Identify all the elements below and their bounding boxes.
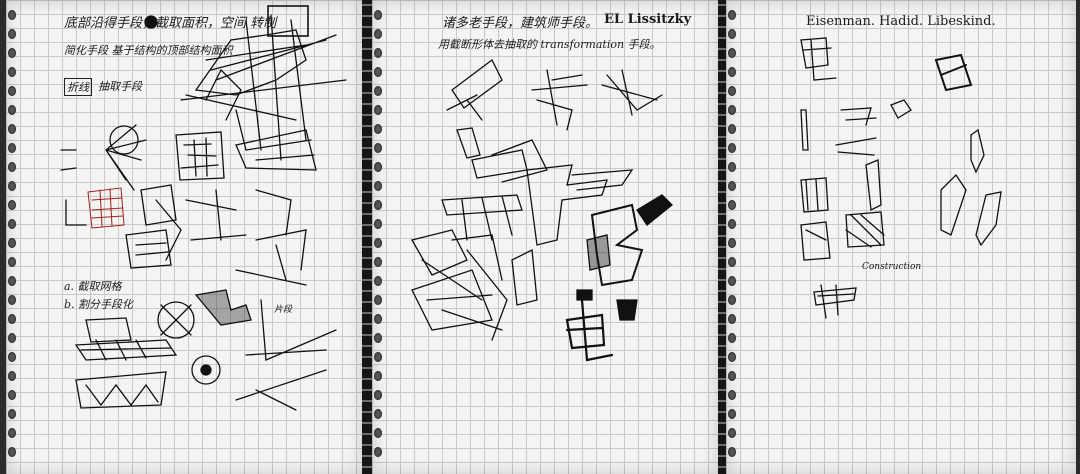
- binding-hole: [728, 10, 736, 20]
- binding-holes: [728, 10, 740, 470]
- page1-label-e: 片段: [274, 305, 293, 315]
- binding-hole: [728, 48, 736, 58]
- page1-label-a: a. 截取网格: [64, 280, 122, 293]
- binding-hole: [728, 238, 736, 248]
- binding-hole: [374, 333, 382, 343]
- page1-label-b: b. 割分手段化: [64, 298, 134, 311]
- binding-hole: [728, 314, 736, 324]
- binding-hole: [374, 200, 382, 210]
- binding-hole: [374, 428, 382, 438]
- binding-hole: [8, 295, 16, 305]
- binding-hole: [728, 181, 736, 191]
- binding-hole: [728, 428, 736, 438]
- binding-hole: [728, 105, 736, 115]
- binding-hole: [728, 162, 736, 172]
- binding-hole: [8, 29, 16, 39]
- notebook-page-3: Eisenman. Hadid. Libeskind. Construction: [726, 0, 1076, 474]
- binding-hole: [8, 162, 16, 172]
- binding-holes: [8, 10, 20, 470]
- binding-hole: [374, 219, 382, 229]
- binding-hole: [374, 257, 382, 267]
- binding-hole: [374, 352, 382, 362]
- binding-hole: [374, 86, 382, 96]
- binding-hole: [374, 105, 382, 115]
- binding-hole: [8, 333, 16, 343]
- binding-hole: [8, 181, 16, 191]
- binding-hole: [728, 352, 736, 362]
- binding-hole: [728, 124, 736, 134]
- binding-hole: [8, 48, 16, 58]
- binding-holes: [374, 10, 386, 470]
- binding-hole: [374, 143, 382, 153]
- binding-hole: [728, 200, 736, 210]
- binding-hole: [728, 29, 736, 39]
- binding-hole: [728, 276, 736, 286]
- binding-hole: [374, 10, 382, 20]
- binding-hole: [8, 390, 16, 400]
- binding-hole: [728, 409, 736, 419]
- binding-hole: [728, 219, 736, 229]
- binding-hole: [374, 67, 382, 77]
- binding-hole: [728, 86, 736, 96]
- binding-hole: [8, 10, 16, 20]
- page1-note-line2: 简化手段 基于结构的顶部结构面积: [64, 44, 233, 57]
- page2-author: EL Lissitzky: [604, 12, 692, 27]
- binding-hole: [374, 124, 382, 134]
- binding-hole: [728, 143, 736, 153]
- binding-hole: [728, 67, 736, 77]
- binding-hole: [374, 447, 382, 457]
- binding-hole: [728, 447, 736, 457]
- binding-hole: [728, 295, 736, 305]
- binding-hole: [728, 371, 736, 381]
- sketch-drawings-page-1: [60, 5, 347, 411]
- binding-hole: [374, 295, 382, 305]
- binding-hole: [8, 409, 16, 419]
- binding-hole: [8, 371, 16, 381]
- page1-label-1: 折线: [64, 78, 92, 96]
- binding-hole: [8, 428, 16, 438]
- binding-hole: [374, 48, 382, 58]
- page3-word-construction: Construction: [862, 262, 922, 272]
- binding-hole: [374, 371, 382, 381]
- binding-hole: [728, 257, 736, 267]
- binding-hole: [374, 390, 382, 400]
- binding-hole: [8, 219, 16, 229]
- notebook-page-1: 底部沿得手段，截取面积，空间 转制 简化手段 基于结构的顶部结构面积 折线 抽取…: [6, 0, 362, 474]
- notebook-page-2: 诸多老手段，建筑师手段。 EL Lissitzky 用截断形体去抽取的 tran…: [372, 0, 718, 474]
- binding-hole: [8, 238, 16, 248]
- binding-hole: [8, 314, 16, 324]
- binding-hole: [728, 333, 736, 343]
- page3-title: Eisenman. Hadid. Libeskind.: [806, 14, 996, 29]
- page1-title: 底部沿得手段，截取面积，空间 转制: [64, 16, 277, 31]
- binding-hole: [374, 29, 382, 39]
- binding-hole: [374, 238, 382, 248]
- binding-hole: [374, 409, 382, 419]
- binding-hole: [374, 314, 382, 324]
- sketch-drawings-page-3: [800, 37, 1002, 319]
- binding-hole: [8, 67, 16, 77]
- binding-hole: [8, 143, 16, 153]
- binding-hole: [8, 276, 16, 286]
- binding-hole: [8, 124, 16, 134]
- binding-hole: [8, 105, 16, 115]
- spiral-binding-left: [362, 0, 374, 474]
- binding-hole: [374, 162, 382, 172]
- sketch-drawings-page-2: [411, 59, 673, 362]
- page2-title: 诸多老手段，建筑师手段。: [442, 16, 599, 31]
- binding-hole: [374, 276, 382, 286]
- binding-hole: [8, 86, 16, 96]
- binding-hole: [728, 390, 736, 400]
- binding-hole: [8, 447, 16, 457]
- page1-label-2: 抽取手段: [98, 80, 142, 93]
- binding-hole: [374, 181, 382, 191]
- page2-note-line2: 用截断形体去抽取的 transformation 手段。: [438, 38, 661, 51]
- binding-hole: [8, 200, 16, 210]
- binding-hole: [8, 257, 16, 267]
- binding-hole: [8, 352, 16, 362]
